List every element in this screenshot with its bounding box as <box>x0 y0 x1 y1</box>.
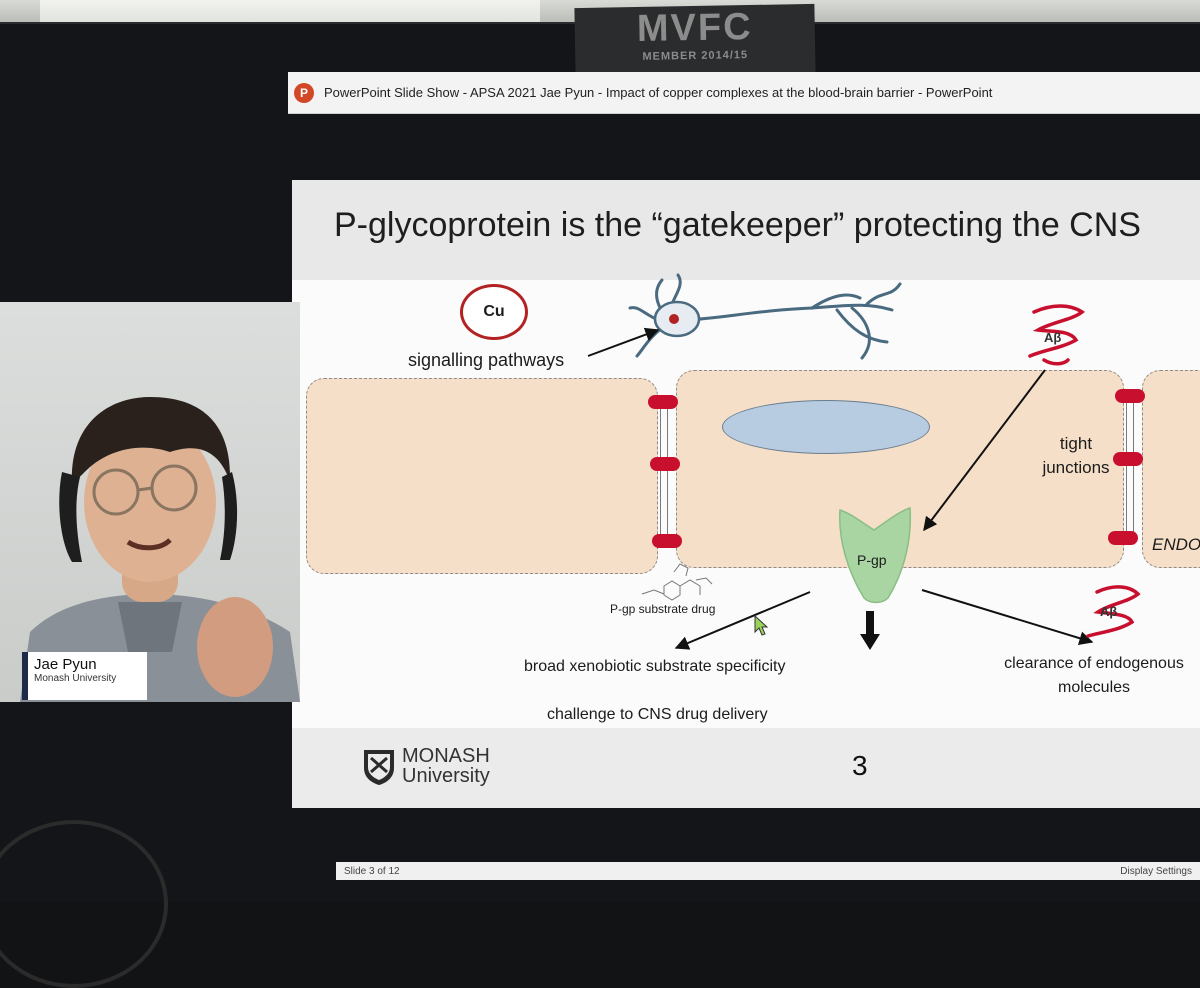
slide-footer <box>292 728 1200 808</box>
tight-junction-marker <box>650 457 680 471</box>
display-settings-button[interactable]: Display Settings <box>1120 865 1192 877</box>
speaker-video <box>0 302 300 702</box>
slide-number: 3 <box>852 750 868 781</box>
university-name: MONASH <box>402 745 490 767</box>
slide-counter: Slide 3 of 12 <box>344 865 400 877</box>
endothelial-cell-right <box>1142 370 1200 568</box>
speaker-name-tag: Jae Pyun Monash University <box>22 652 147 700</box>
monash-crest-icon <box>364 750 394 785</box>
slide-header <box>292 180 1200 280</box>
abeta-squiggle-bottom <box>1086 585 1141 638</box>
junction-gap-left <box>660 398 668 546</box>
tight-junctions-label: tight junctions <box>1042 434 1110 477</box>
speaker-name: Jae Pyun <box>34 656 97 673</box>
tight-junction-marker <box>1113 452 1143 466</box>
slide-title: P-glycoprotein is the “gatekeeper” prote… <box>334 206 1141 244</box>
speaker-affiliation: Monash University <box>34 673 117 684</box>
powerpoint-icon: P <box>294 82 314 103</box>
tight-junction-marker <box>1108 531 1138 545</box>
endothelial-cell-left <box>306 378 658 574</box>
endothelial-label: ENDO <box>1152 535 1200 554</box>
copper-label: Cu <box>483 303 505 320</box>
challenge-label: challenge to CNS drug delivery <box>547 706 768 723</box>
copper-circle: Cu <box>460 284 528 340</box>
mvfc-sticker: MVFC MEMBER 2014/15 <box>574 3 816 79</box>
broad-specificity-label: broad xenobiotic substrate specificity <box>524 658 786 675</box>
diagram-drawing <box>587 273 1141 650</box>
pgp-transporter-shape <box>839 506 912 604</box>
clearance-label: clearance of endogenous molecules <box>1004 655 1184 696</box>
neuron-nucleus-dot <box>669 314 679 324</box>
abeta-label-top: Aβ <box>1044 330 1062 345</box>
slideshow-statusbar: Slide 3 of 12 Display Settings <box>336 862 1200 880</box>
university-subtitle: University <box>402 765 490 787</box>
tight-junction-marker <box>648 395 678 409</box>
nucleus <box>722 400 930 454</box>
pgp-label: P-gp <box>857 552 887 568</box>
sticker-title: MVFC <box>636 5 753 51</box>
abeta-label-bottom: Aβ <box>1100 604 1118 619</box>
window-titlebar: P PowerPoint Slide Show - APSA 2021 Jae … <box>288 72 1200 114</box>
speaker-avatar <box>20 397 300 702</box>
slide[interactable]: P-glycoprotein is the “gatekeeper” prote… <box>292 180 1200 808</box>
signalling-pathways-label: signalling pathways <box>408 350 565 370</box>
substrate-drug-molecule <box>641 563 713 601</box>
mouse-cursor <box>754 614 769 636</box>
tight-junction-marker <box>1115 389 1145 403</box>
university-logo-text: MONASH University <box>402 746 490 786</box>
window-title: PowerPoint Slide Show - APSA 2021 Jae Py… <box>324 85 993 100</box>
substrate-drug-label: P-gp substrate drug <box>610 602 716 616</box>
tight-junction-marker <box>652 534 682 548</box>
junction-gap-right <box>1126 392 1134 540</box>
window-light <box>40 0 540 24</box>
abeta-squiggle-top <box>1028 304 1085 366</box>
neuron-illustration <box>628 273 902 360</box>
